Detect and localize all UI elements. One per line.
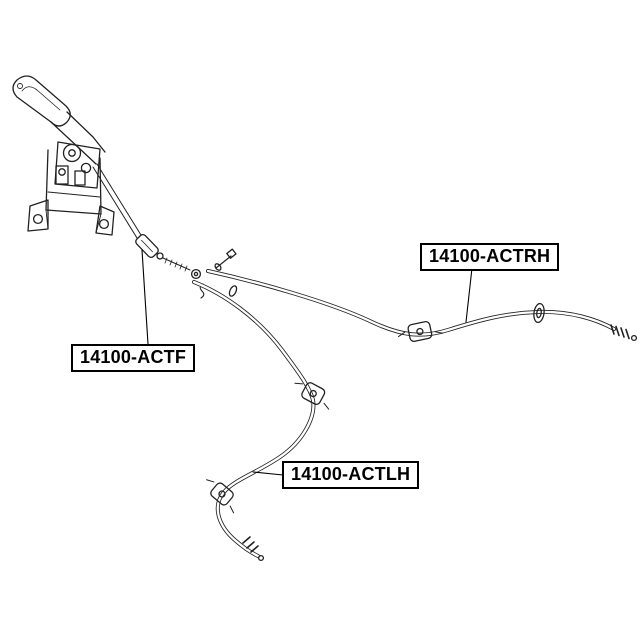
left-cable-bracket-lower xyxy=(206,479,235,514)
cable-junction-hardware xyxy=(199,248,238,299)
left-cable xyxy=(192,280,330,562)
part-number-label-left-cable: 14100-ACTLH xyxy=(282,461,420,489)
right-cable-end-fitting xyxy=(610,324,638,342)
right-cable-grommet xyxy=(533,302,545,324)
part-number-label-front-cable: 14100-ACTF xyxy=(71,344,196,372)
right-cable xyxy=(206,269,638,343)
leader-lines xyxy=(141,249,473,476)
cable-adjuster xyxy=(135,233,159,259)
left-cable-bracket-upper xyxy=(294,382,330,410)
handbrake-lever xyxy=(12,75,115,236)
right-cable-bracket xyxy=(397,321,444,343)
front-cable-rod xyxy=(92,163,202,280)
leader-line-right-cable xyxy=(465,267,473,323)
leader-line-front-cable xyxy=(141,249,149,345)
part-number-label-right-cable: 14100-ACTRH xyxy=(420,243,560,271)
left-cable-end-fitting xyxy=(242,536,265,562)
leader-line-left-cable xyxy=(252,471,284,476)
